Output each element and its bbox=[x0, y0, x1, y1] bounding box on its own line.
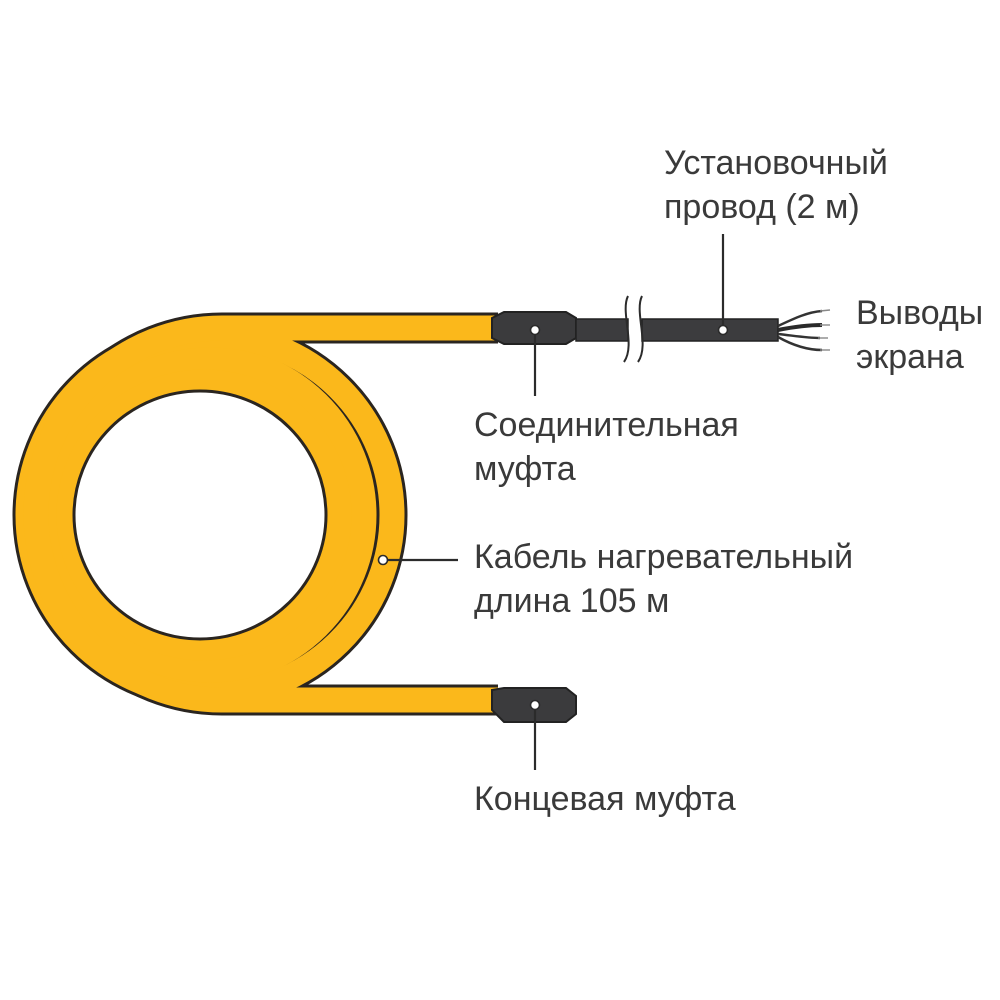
end-coupling-marker bbox=[529, 699, 541, 711]
shield-leads-label-line2: экрана bbox=[856, 338, 964, 376]
shield-leads-label-line1: Выводы bbox=[856, 294, 983, 332]
coil-fills bbox=[15, 315, 498, 713]
install-wire-label-line1: Установочный bbox=[664, 144, 888, 182]
cable-label-line1: Кабель нагревательный bbox=[474, 538, 853, 576]
installation-wire bbox=[575, 295, 779, 363]
end-coupling-label: Концевая муфта bbox=[474, 780, 736, 818]
connector-label-line1: Соединительная bbox=[474, 406, 739, 444]
end-coupling bbox=[491, 687, 577, 723]
install-wire-label-line2: провод (2 м) bbox=[664, 188, 860, 226]
leader-lines bbox=[388, 234, 725, 770]
shield-leads bbox=[777, 309, 831, 352]
cable-label-line2: длина 105 м bbox=[474, 582, 669, 620]
installation-wire-marker bbox=[717, 324, 729, 336]
connection-coupling-marker bbox=[529, 324, 541, 336]
cable-coil bbox=[12, 312, 498, 716]
cable-marker bbox=[377, 554, 389, 566]
connector-label-line2: муфта bbox=[474, 450, 576, 488]
